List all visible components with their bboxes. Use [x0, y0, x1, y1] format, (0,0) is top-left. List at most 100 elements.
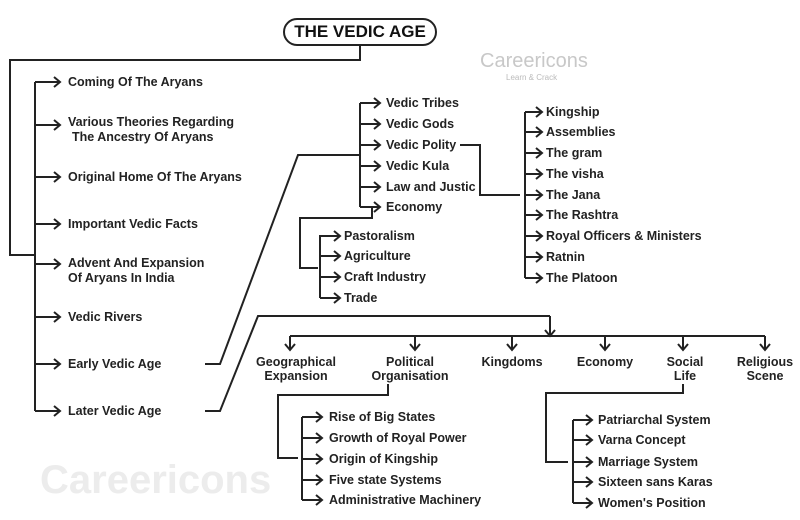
- early-vedic-item: Vedic Tribes: [386, 96, 459, 110]
- arrow-right-icon: [535, 251, 544, 263]
- later-vedic-heading: Kingdoms: [481, 355, 543, 369]
- topic-advent-line2: Of Aryans In India: [68, 271, 175, 285]
- arrow-right-icon: [53, 218, 62, 230]
- arrow-right-icon: [315, 494, 324, 506]
- later-vedic-heading: Economy: [576, 355, 634, 369]
- arrow-right-icon: [333, 230, 342, 242]
- arrow-right-icon: [373, 97, 382, 109]
- arrow-right-icon: [373, 160, 382, 172]
- polity-item: Assemblies: [546, 125, 616, 139]
- arrow-right-icon: [315, 432, 324, 444]
- arrow-right-icon: [535, 230, 544, 242]
- social-life-item: Varna Concept: [598, 433, 686, 447]
- topic-vedic-facts: Important Vedic Facts: [68, 217, 198, 231]
- social-life-item: Patriarchal System: [598, 413, 711, 427]
- page-title: THE VEDIC AGE: [283, 18, 437, 46]
- later-vedic-connector: [205, 315, 550, 412]
- arrow-right-icon: [535, 126, 544, 138]
- political-org-item: Administrative Machinery: [329, 493, 482, 507]
- arrow-right-icon: [53, 358, 62, 370]
- arrow-right-icon: [535, 168, 544, 180]
- watermark-center: Careericons: [40, 458, 272, 502]
- arrow-right-icon: [315, 411, 324, 423]
- economy-item: Craft Industry: [344, 270, 426, 284]
- arrow-right-icon: [535, 106, 544, 118]
- polity-item: Royal Officers & Ministers: [546, 229, 702, 243]
- later-vedic-heading: Social: [666, 355, 704, 369]
- social-life-item: Sixteen sans Karas: [598, 475, 713, 489]
- arrow-down-icon: [506, 343, 518, 352]
- topic-original-home: Original Home Of The Aryans: [68, 170, 242, 184]
- later-vedic-heading-line2: Scene: [746, 369, 784, 383]
- polity-item: The visha: [546, 167, 604, 181]
- arrow-right-icon: [535, 189, 544, 201]
- political-connector: [277, 384, 389, 459]
- arrow-down-icon: [284, 343, 296, 352]
- arrow-right-icon: [585, 476, 594, 488]
- polity-item: The Platoon: [546, 271, 618, 285]
- watermark-logo: Careericons Learn & Crack: [480, 50, 588, 82]
- arrow-right-icon: [535, 209, 544, 221]
- economy-item: Trade: [344, 291, 378, 305]
- political-org-item: Origin of Kingship: [329, 452, 439, 466]
- polity-item: Kingship: [546, 105, 600, 119]
- arrow-right-icon: [585, 497, 594, 509]
- early-vedic-connector: [205, 154, 360, 365]
- social-life-item: Women's Position: [598, 496, 706, 510]
- arrow-right-icon: [373, 139, 382, 151]
- topic-theories-line1: Various Theories Regarding: [68, 115, 235, 129]
- arrow-right-icon: [53, 171, 62, 183]
- arrow-right-icon: [535, 147, 544, 159]
- political-org-item: Five state Systems: [329, 473, 442, 487]
- arrow-right-icon: [373, 181, 382, 193]
- early-vedic-item: Law and Justic: [386, 180, 476, 194]
- social-connector: [545, 384, 684, 463]
- later-vedic-heading: Religious: [736, 355, 794, 369]
- arrow-down-icon: [599, 343, 611, 352]
- arrow-right-icon: [53, 119, 62, 131]
- arrow-right-icon: [585, 456, 594, 468]
- arrow-right-icon: [333, 292, 342, 304]
- arrow-down-icon: [759, 343, 771, 352]
- arrow-right-icon: [373, 118, 382, 130]
- arrow-right-icon: [53, 405, 62, 417]
- topic-later-vedic-age: Later Vedic Age: [68, 404, 162, 418]
- early-vedic-item: Vedic Kula: [386, 159, 450, 173]
- arrow-right-icon: [53, 76, 62, 88]
- arrow-right-icon: [53, 258, 62, 270]
- arrow-right-icon: [333, 271, 342, 283]
- arrow-right-icon: [373, 201, 382, 213]
- watermark-brand: Careericons: [480, 50, 588, 72]
- main-connector: [9, 46, 361, 256]
- arrow-down-icon: [409, 343, 421, 352]
- early-vedic-item: Vedic Gods: [386, 117, 455, 131]
- polity-item: The Rashtra: [546, 208, 619, 222]
- political-org-item: Rise of Big States: [329, 410, 436, 424]
- arrow-right-icon: [315, 453, 324, 465]
- economy-item: Agriculture: [344, 249, 411, 263]
- political-org-item: Growth of Royal Power: [329, 431, 467, 445]
- polity-item: The gram: [546, 146, 603, 160]
- polity-connector: [460, 144, 520, 196]
- topic-coming-of-aryans: Coming Of The Aryans: [68, 75, 203, 89]
- later-vedic-heading-line2: Life: [673, 369, 697, 383]
- polity-item: Ratnin: [546, 250, 585, 264]
- topic-advent-line1: Advent And Expansion: [68, 256, 205, 270]
- topic-vedic-rivers: Vedic Rivers: [68, 310, 143, 324]
- arrow-right-icon: [53, 311, 62, 323]
- economy-item: Pastoralism: [344, 229, 415, 243]
- later-vedic-heading: Political: [386, 355, 434, 369]
- later-vedic-heading: Geographical: [256, 355, 336, 369]
- arrow-right-icon: [535, 272, 544, 284]
- later-vedic-heading-line2: Expansion: [264, 369, 328, 383]
- early-vedic-item: Economy: [386, 200, 443, 214]
- watermark-tagline: Learn & Crack: [506, 73, 558, 82]
- arrow-down-icon: [677, 343, 689, 352]
- arrow-right-icon: [585, 414, 594, 426]
- early-vedic-item: Vedic Polity: [386, 138, 457, 152]
- polity-item: The Jana: [546, 188, 601, 202]
- arrow-right-icon: [315, 474, 324, 486]
- social-life-item: Marriage System: [598, 455, 699, 469]
